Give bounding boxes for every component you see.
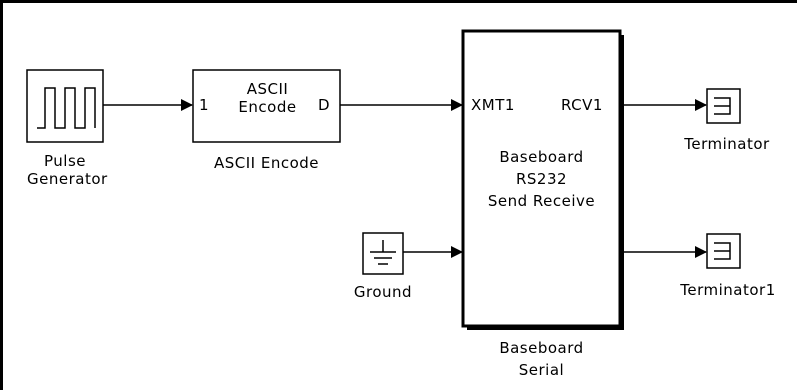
baseboard-serial-block[interactable] xyxy=(461,29,624,330)
terminator-icon xyxy=(714,97,731,115)
ground-icon xyxy=(370,240,396,265)
pulse-waveform-icon xyxy=(37,87,96,129)
baseboard-block-text: Baseboard RS232 Send Receive xyxy=(487,148,596,210)
baseboard-serial-label: Baseboard Serial xyxy=(499,339,584,379)
ascii-encode-block[interactable] xyxy=(192,69,341,143)
ground-block[interactable] xyxy=(362,232,404,275)
terminator-block[interactable] xyxy=(706,88,741,124)
pulse-generator-block[interactable] xyxy=(26,69,104,143)
baseboard-out-port: RCV1 xyxy=(561,96,603,114)
terminator-label: Terminator xyxy=(684,135,770,153)
terminator1-block[interactable] xyxy=(706,233,741,269)
terminator1-label: Terminator1 xyxy=(680,281,776,299)
ascii-encode-in-port: 1 xyxy=(199,96,210,114)
ground-label: Ground xyxy=(353,283,413,301)
pulse-generator-label: Pulse Generator xyxy=(27,152,108,188)
terminator1-icon xyxy=(714,242,731,260)
ascii-encode-label: ASCII Encode xyxy=(213,154,320,172)
ascii-encode-block-text: ASCII Encode xyxy=(238,80,297,116)
baseboard-in-port: XMT1 xyxy=(471,96,515,114)
ascii-encode-out-port: D xyxy=(318,96,331,114)
